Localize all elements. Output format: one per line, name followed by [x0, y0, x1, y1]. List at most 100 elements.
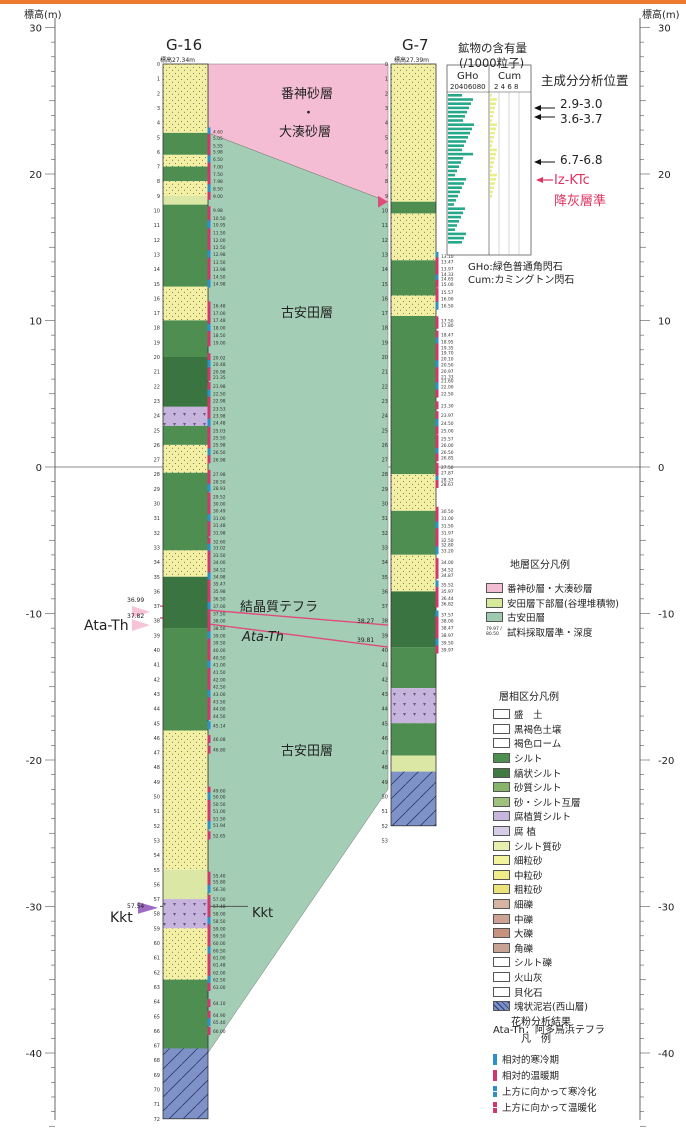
pollen-bar [435, 264, 439, 273]
pollen-bar [207, 550, 211, 559]
gho-bar [448, 203, 454, 206]
gho-bar [448, 190, 460, 194]
pollen-bar [207, 537, 211, 546]
sample-depth: 22.50 [441, 392, 454, 398]
sample-depth: 61.00 [213, 956, 226, 962]
layer-label-sep: ・ [302, 106, 316, 121]
borehole-name-g16: G-16 [166, 36, 203, 54]
pollen-bar [435, 330, 439, 339]
depth-label: 11 [154, 223, 160, 229]
mineral-col-cum: Cum [498, 71, 522, 82]
pollen-bar [207, 946, 211, 955]
depth-label: 14 [382, 267, 388, 273]
pollen-bar [435, 257, 439, 266]
column-layer [163, 425, 208, 445]
depth-label: 51 [154, 809, 160, 815]
column-layer [163, 1048, 208, 1119]
sample-depth: 32.50 [441, 538, 454, 544]
position-arrow-icon [534, 105, 541, 111]
pollen-legend-title: 花粉分析結果 [511, 1017, 571, 1028]
column-layer [163, 166, 208, 182]
pollen-bar [207, 206, 211, 215]
strat-legend-title: 地層区分凡例 [510, 560, 570, 571]
sample-depth: 13.98 [213, 267, 226, 273]
gho-bar [448, 178, 466, 181]
sample-depth: 21.33 [441, 374, 454, 380]
sample-depth: 26.85 [441, 455, 454, 461]
facies-swatch [493, 796, 510, 807]
pollen-bar [207, 506, 211, 515]
sample-depth: 18.00 [213, 326, 226, 332]
pollen-legend-label: 相対的寒冷期 [502, 1055, 560, 1066]
top-accent-bar [0, 0, 686, 4]
facies-legend-row: 縞状シルト [493, 765, 653, 780]
depth-label: 11 [382, 223, 388, 229]
pollen-bar [435, 593, 439, 602]
sample-depth: 34.52 [441, 568, 454, 574]
depth-label: 28 [154, 472, 160, 478]
pollen-bar [207, 799, 211, 808]
sample-depth: 38.50 [213, 626, 226, 632]
sample-depth: 35.52 [441, 582, 454, 588]
pollen-bar [435, 360, 439, 369]
sample-depth: 56.30 [213, 887, 226, 893]
column-layer [391, 647, 436, 689]
pollen-bar [435, 279, 439, 288]
pollen-bar [435, 528, 439, 537]
facies-swatch [493, 826, 510, 837]
sample-depth: 21.98 [213, 384, 226, 390]
depth-label: 40 [382, 648, 388, 654]
facies-legend-label: シルト礫 [514, 958, 553, 970]
depth-label: 72 [154, 1117, 160, 1123]
depth-label: 18 [154, 326, 160, 332]
depth-label: 21 [382, 370, 388, 376]
depth-label: 18 [382, 326, 388, 332]
layer-label-koyasuda-2: 古安田層 [281, 744, 334, 759]
column-layer [163, 979, 208, 1049]
sample-depth: 18.50 [213, 333, 226, 339]
depth-label: 48 [382, 765, 388, 771]
sample-depth: 28.50 [213, 480, 226, 486]
ata-marker-icon [132, 619, 150, 631]
position-arrow-icon [534, 159, 541, 165]
pollen-legend-label: 上方に向かって温暖化 [502, 1103, 597, 1114]
pollen-bar [207, 499, 211, 508]
facies-legend-label: 褐色ローム [514, 739, 562, 751]
depth-label: 7 [385, 165, 388, 171]
column-layer [163, 204, 208, 287]
pollen-bar [207, 745, 211, 754]
sample-depth: 28.67 [441, 482, 454, 488]
cum-bar [490, 127, 496, 131]
depth-label: 1 [385, 77, 388, 83]
sample-depth: 55.40 [213, 874, 226, 880]
facies-legend-row: シルト礫 [493, 955, 653, 970]
gho-bar [448, 140, 466, 143]
depth-label: 30 [382, 502, 388, 508]
sample-depth: 5.98 [213, 150, 223, 156]
sample-depth: 38.97 [441, 633, 454, 639]
pollen-bar [207, 616, 211, 625]
sample-depth: 58.00 [213, 912, 226, 918]
pollen-bar [207, 953, 211, 962]
pollen-bar [207, 235, 211, 244]
sample-depth: 40.50 [213, 655, 226, 661]
cum-bar [490, 161, 494, 164]
pollen-bar [207, 389, 211, 398]
pollen-bar [435, 354, 439, 363]
depth-label: 50 [382, 795, 388, 801]
pollen-bar [207, 638, 211, 647]
facies-legend-row: 中粒砂 [493, 868, 653, 883]
facies-legend-label: 腐 植 [514, 827, 537, 839]
pollen-bar [207, 367, 211, 376]
pollen-bar [207, 213, 211, 222]
gho-bar [448, 194, 458, 198]
pollen-bar [207, 1010, 211, 1019]
facies-legend-label: シルト質砂 [514, 841, 562, 853]
depth-label: 33 [382, 545, 388, 551]
sample-depth: 17.80 [441, 323, 454, 329]
pollen-bar [207, 924, 211, 933]
gho-bar [448, 199, 456, 202]
depth-label: 34 [382, 560, 388, 566]
facies-swatch [493, 1001, 510, 1012]
sample-depth: 9.00 [213, 194, 223, 200]
